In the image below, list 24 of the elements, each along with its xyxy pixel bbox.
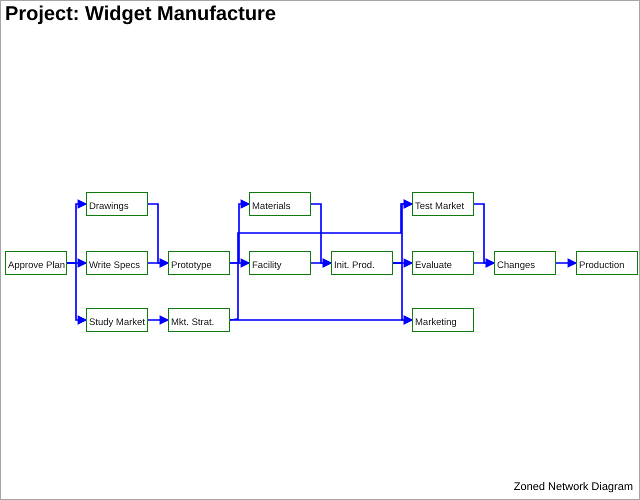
- task-box: Materials: [249, 192, 311, 216]
- task-box: Evaluate: [412, 251, 474, 275]
- task-box: Write Specs: [86, 251, 148, 275]
- diagram-note: Zoned Network Diagram: [514, 481, 633, 493]
- diagram-title: Project: Widget Manufacture: [5, 3, 276, 26]
- task-box: Approve Plan: [5, 251, 67, 275]
- task-box: Facility: [249, 251, 311, 275]
- task-box: Production: [576, 251, 638, 275]
- task-box: Test Market: [412, 192, 474, 216]
- connector-arrow: [311, 258, 332, 268]
- task-box: Mkt. Strat.: [168, 308, 230, 332]
- connector-arrow: [148, 258, 170, 268]
- task-box: Drawings: [86, 192, 148, 216]
- task-box: Study Market: [86, 308, 148, 332]
- connector-arrow: [556, 258, 578, 268]
- task-box: Changes: [494, 251, 556, 275]
- task-box: Init. Prod.: [331, 251, 393, 275]
- task-box: Prototype: [168, 251, 230, 275]
- connector-arrow: [474, 258, 496, 268]
- connector-arrow: [67, 262, 88, 325]
- connector-arrow: [230, 258, 250, 268]
- connector-arrow: [393, 262, 414, 325]
- task-box: Marketing: [412, 308, 474, 332]
- connector-arrow: [148, 315, 170, 325]
